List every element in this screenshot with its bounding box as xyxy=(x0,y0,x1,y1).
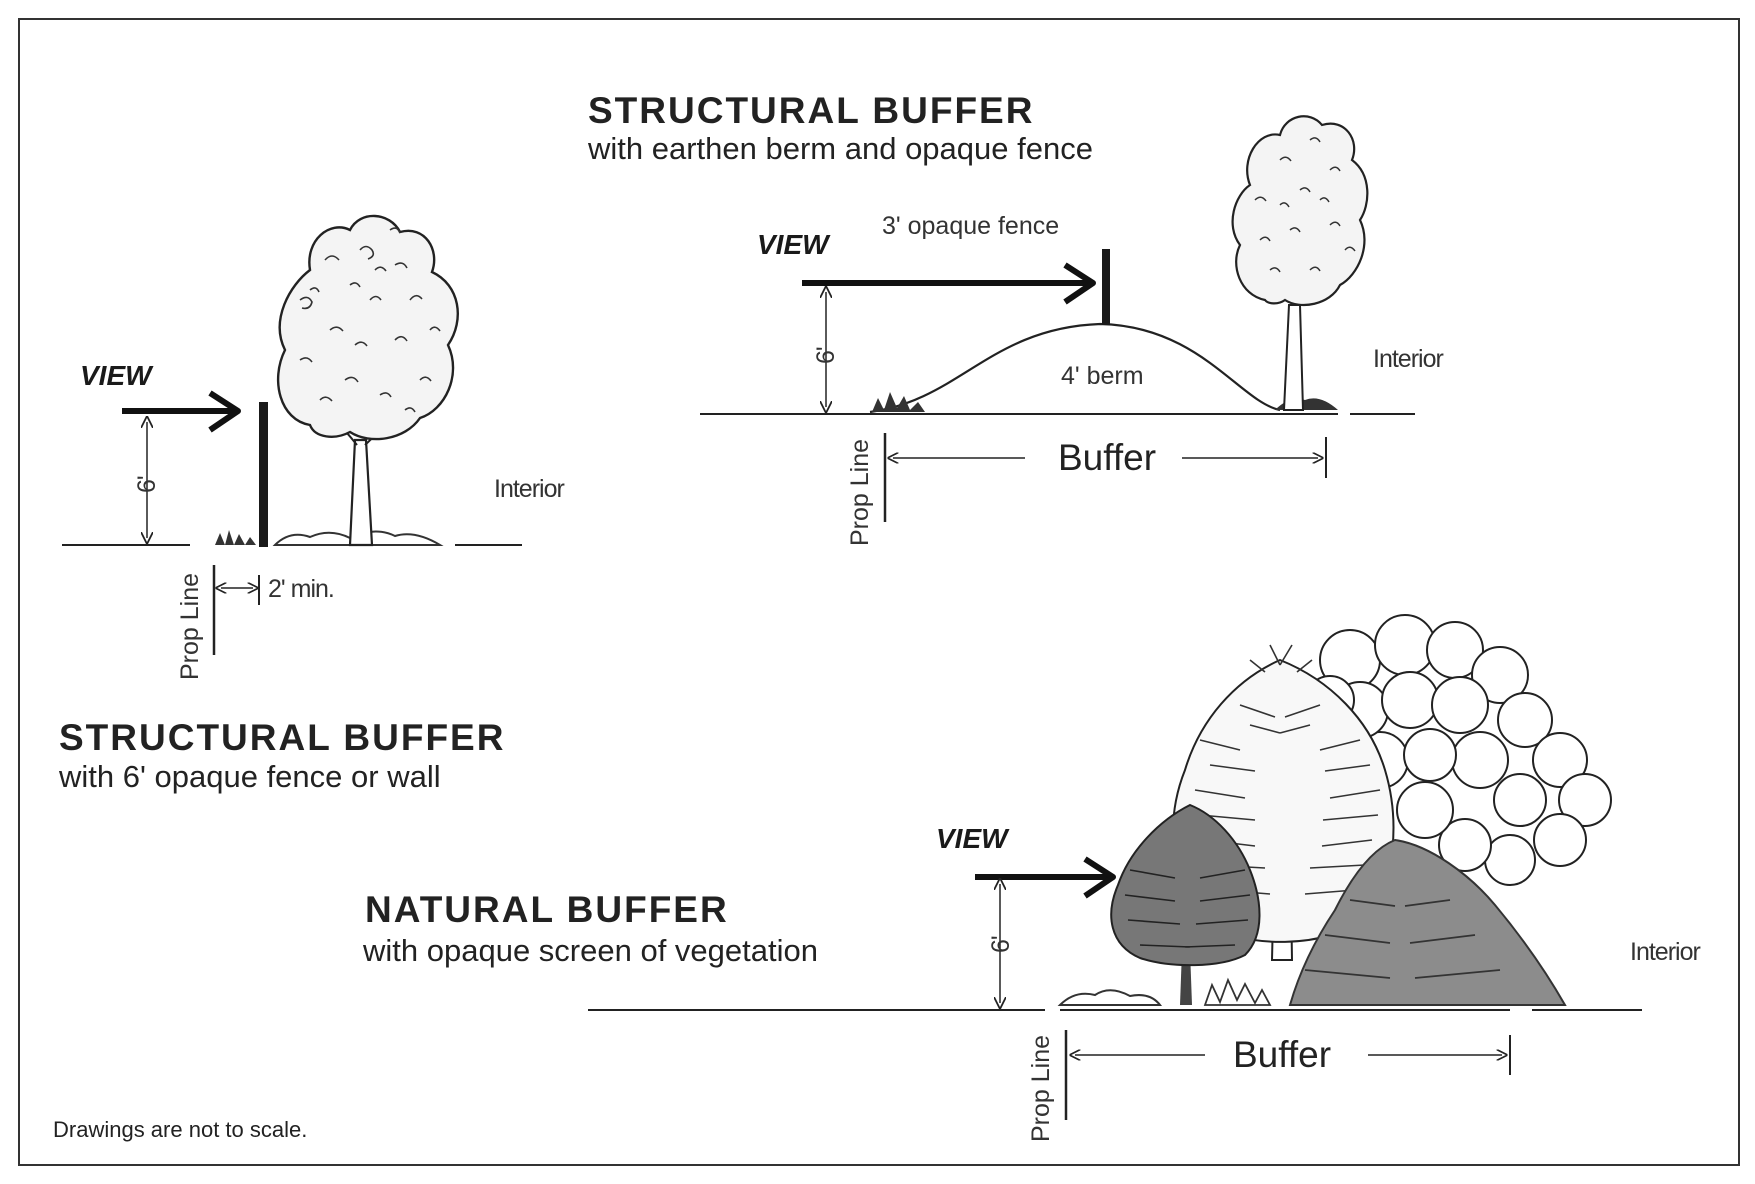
bottom-interior-label: Interior xyxy=(1630,938,1701,966)
berm-mound xyxy=(869,322,1281,414)
top-panel-drawing xyxy=(700,115,1415,522)
top-fence-post xyxy=(1102,249,1110,325)
berm-label: 4' berm xyxy=(1061,362,1144,390)
top-height-label: 6' xyxy=(812,347,840,364)
left-tree-icon xyxy=(277,214,459,547)
small-conifer-icon xyxy=(1110,803,1261,1005)
spruce-tree-icon xyxy=(1288,838,1567,1006)
bottom-view-arrow xyxy=(975,856,1116,899)
top-grass-clump xyxy=(872,392,925,412)
bottom-view-label: VIEW xyxy=(936,823,1008,854)
top-view-label: VIEW xyxy=(757,229,829,260)
left-height-label: 6' xyxy=(133,476,161,493)
left-grass-clump xyxy=(215,530,256,545)
bottom-prop-line-label: Prop Line xyxy=(1027,1034,1055,1142)
top-prop-line-label: Prop Line xyxy=(846,438,874,546)
top-interior-label: Interior xyxy=(1373,345,1444,373)
left-fence-post xyxy=(259,402,268,547)
left-min-label: 2' min. xyxy=(268,575,335,603)
top-fence-label: 3' opaque fence xyxy=(882,212,1060,240)
top-buffer-label: Buffer xyxy=(1058,437,1157,478)
left-panel-subtitle: with 6' opaque fence or wall xyxy=(59,759,441,794)
left-interior-label: Interior xyxy=(494,475,565,503)
top-panel-subtitle: with earthen berm and opaque fence xyxy=(588,131,1093,166)
bottom-height-label: 6' xyxy=(987,936,1015,953)
left-panel-drawing xyxy=(62,214,522,655)
bottom-buffer-label: Buffer xyxy=(1233,1034,1332,1075)
top-tree-icon xyxy=(1231,115,1369,411)
top-view-arrow xyxy=(802,262,1096,305)
bottom-ground-shrubs-left xyxy=(1057,989,1163,1006)
top-panel-title: STRUCTURAL BUFFER xyxy=(588,90,1035,131)
left-panel-title: STRUCTURAL BUFFER xyxy=(59,717,506,758)
bottom-panel-drawing xyxy=(588,614,1642,1120)
left-view-label: VIEW xyxy=(80,360,152,391)
footer-note: Drawings are not to scale. xyxy=(53,1117,308,1142)
bottom-panel-title: NATURAL BUFFER xyxy=(365,889,729,930)
bottom-panel-subtitle: with opaque screen of vegetation xyxy=(363,933,818,968)
left-prop-line-label: Prop Line xyxy=(176,572,204,680)
bottom-grass-clump xyxy=(1203,977,1272,1006)
left-view-arrow xyxy=(122,390,241,433)
